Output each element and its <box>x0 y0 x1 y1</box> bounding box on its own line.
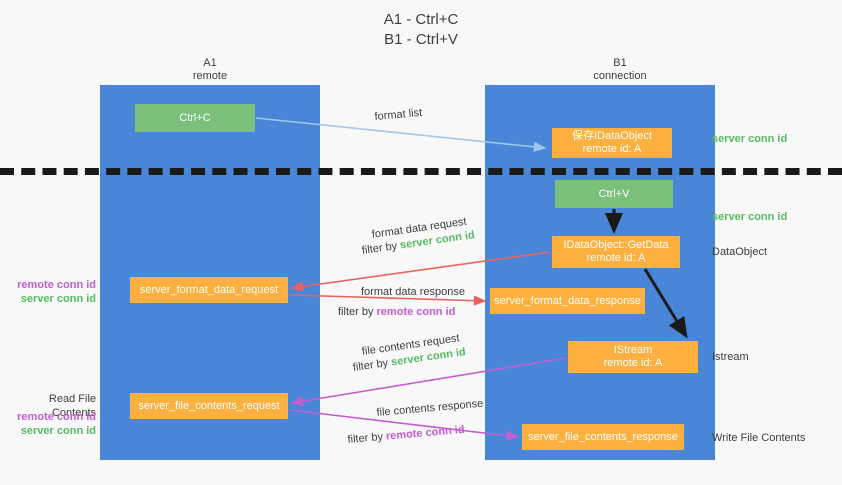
column-header-b1: B1 connection <box>593 57 647 82</box>
edge-label-file-contents-response: file contents response <box>376 397 484 419</box>
column-header-a1: A1 remote <box>192 57 228 82</box>
annotation-istream: Istream <box>712 351 749 363</box>
annotation-left-conn-ids-bottom: remote conn id server conn id <box>8 410 96 438</box>
node-server-file-contents-response[interactable]: server_file_contents_response <box>522 424 684 450</box>
annotation-server-conn-id-top: server conn id <box>712 133 788 145</box>
node-ctrl-v[interactable]: Ctrl+V <box>555 180 673 208</box>
filter-key-remote-conn-id: remote conn id <box>376 306 456 318</box>
annotation-dataobject: DataObject <box>712 246 768 258</box>
node-idataobject-getdata[interactable]: IDataObject::GetData remote id: A <box>552 236 680 268</box>
filter-prefix: filter by <box>338 306 377 318</box>
annotation-read-file-contents: Read File Contents <box>48 393 96 419</box>
page-title: A1 - Ctrl+C B1 - Ctrl+V <box>383 11 459 48</box>
annotation-write-file-contents: Write File Contents <box>712 432 806 444</box>
node-server-format-data-response[interactable]: server_format_data_response <box>490 288 645 314</box>
filter-prefix: filter by <box>352 356 392 374</box>
node-idataobject-save[interactable]: 保存IDataObject remote id: A <box>552 128 672 158</box>
annotation-server-conn-id: server conn id <box>20 425 96 437</box>
edge-label-format-data-response: format data response <box>361 286 465 298</box>
annotation-remote-conn-id: remote conn id <box>17 411 96 423</box>
annotation-server-conn-id: server conn id <box>20 293 96 305</box>
annotation-server-conn-id-mid: server conn id <box>712 211 788 223</box>
edge-label-format-data-response-filter: filter by remote conn id <box>338 305 455 320</box>
edge-label-format-list: format list <box>374 106 423 123</box>
filter-key-remote-conn-id: remote conn id <box>385 423 466 443</box>
node-server-file-contents-request[interactable]: server_file_contents_request <box>130 393 288 419</box>
node-istream[interactable]: IStream remote id: A <box>568 341 698 373</box>
annotation-remote-conn-id: remote conn id <box>17 279 96 291</box>
filter-prefix: filter by <box>361 239 401 257</box>
annotation-left-conn-ids-top: remote conn id server conn id <box>8 278 96 306</box>
node-ctrl-c[interactable]: Ctrl+C <box>135 104 255 132</box>
filter-prefix: filter by <box>347 430 387 446</box>
node-server-format-data-request[interactable]: server_format_data_request <box>130 277 288 303</box>
edge-label-file-contents-response-filter: filter by remote conn id <box>347 423 465 448</box>
phase-divider <box>0 168 842 175</box>
